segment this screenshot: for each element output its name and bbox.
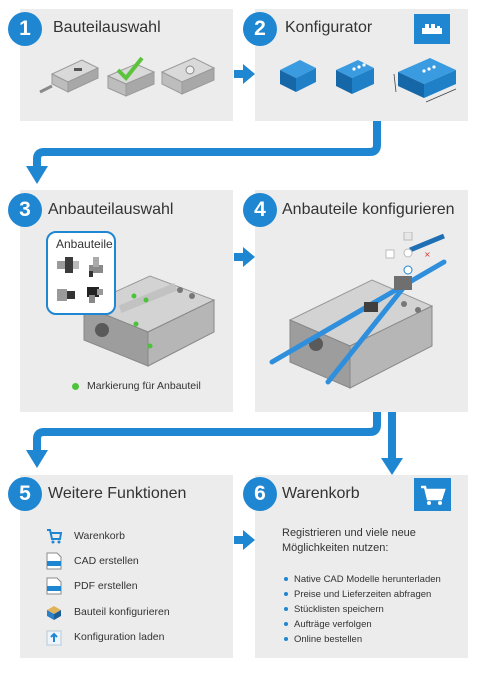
- step-1-title: Bauteilauswahl: [53, 19, 161, 36]
- connector-2-3: [33, 121, 381, 168]
- step-2-title: Konfigurator: [285, 19, 373, 36]
- connector-4-5-head: [26, 450, 48, 468]
- step-1-badge: 1: [8, 12, 42, 46]
- cylinder-3: [160, 57, 216, 95]
- marker-legend-label: Markierung für Anbauteil: [87, 380, 201, 392]
- function-label: Konfiguration laden: [74, 631, 165, 643]
- green-marker-icon: [72, 382, 79, 390]
- step-6-badge: 6: [243, 477, 277, 511]
- function-label: CAD erstellen: [74, 555, 139, 567]
- step-4-badge: 4: [243, 193, 277, 227]
- cart-benefit-list: Native CAD Modelle herunterladen Preise …: [284, 572, 441, 647]
- list-item: Online bestellen: [284, 632, 441, 647]
- step-3-title: Anbauteilauswahl: [48, 201, 174, 218]
- component-selection-illustration: [39, 56, 216, 97]
- marker-legend: Markierung für Anbauteil: [72, 380, 201, 392]
- marker-dot: [147, 343, 153, 349]
- list-item: Preise und Lieferzeiten abfragen: [284, 587, 441, 602]
- checkmark-icon: [116, 56, 144, 81]
- step-3-badge: 3: [8, 193, 42, 227]
- attachment-callout-title: Anbauteile: [56, 237, 113, 251]
- arrow-4-6-shaft: [388, 412, 396, 460]
- step-5-badge: 5: [8, 477, 42, 511]
- attachment-selection-illustration: [82, 275, 216, 367]
- list-item: Aufträge verfolgen: [284, 617, 441, 632]
- connector-4-5: [33, 412, 381, 452]
- configured-block-3: [393, 58, 457, 103]
- cart-intro: Registrieren und viele neue Möglichkeite…: [282, 527, 416, 554]
- cylinder-2: [106, 56, 156, 97]
- svg-text:×: ×: [424, 250, 431, 259]
- load-configuration-icon: [46, 630, 62, 646]
- tee-fitting-icon: [89, 257, 103, 277]
- marker-dot: [131, 293, 137, 299]
- cart-header-icon: [414, 478, 451, 511]
- function-label: PDF erstellen: [74, 580, 138, 592]
- straight-fitting-icon: [57, 289, 75, 301]
- list-item: Stücklisten speichern: [284, 602, 441, 617]
- marker-dot: [143, 297, 149, 303]
- configuration-toolbar: ×: [385, 232, 431, 275]
- arrow-3-4-head: [243, 247, 255, 267]
- cart-icon: [47, 529, 62, 544]
- angle-fitting-icon: [87, 287, 103, 303]
- connector-2-3-head: [26, 166, 48, 184]
- function-label: Warenkorb: [74, 530, 125, 542]
- arrow-5-6-head: [243, 530, 255, 550]
- fitting-icons: [57, 257, 103, 303]
- arrow-5-6-shaft: [234, 536, 244, 544]
- arrow-3-4-shaft: [234, 253, 244, 261]
- pdf-file-icon: [46, 577, 62, 595]
- attachment-callout: Anbauteile: [46, 231, 116, 315]
- configure-part-icon: [47, 606, 61, 620]
- attachment-configuration-illustration: ×: [269, 232, 447, 389]
- configured-block-1: [280, 60, 316, 92]
- arrow-1-2-shaft: [234, 70, 244, 78]
- configurator-icon: [414, 14, 450, 44]
- step-5-title: Weitere Funktionen: [48, 485, 187, 502]
- arrow-1-2-head: [243, 64, 255, 84]
- configured-block-2: [336, 60, 374, 94]
- step-4-title: Anbauteile konfigurieren: [282, 201, 455, 218]
- step-2-badge: 2: [243, 12, 277, 46]
- step-6-title: Warenkorb: [282, 485, 360, 502]
- arrow-4-6-head: [381, 458, 403, 475]
- cylinder-1: [39, 59, 100, 94]
- cad-file-icon: [46, 552, 62, 570]
- function-label: Bauteil konfigurieren: [74, 606, 170, 618]
- list-item: Native CAD Modelle herunterladen: [284, 572, 441, 587]
- marker-dot: [133, 321, 139, 327]
- configurator-illustration: [280, 58, 457, 103]
- elbow-fitting-icon: [57, 257, 79, 273]
